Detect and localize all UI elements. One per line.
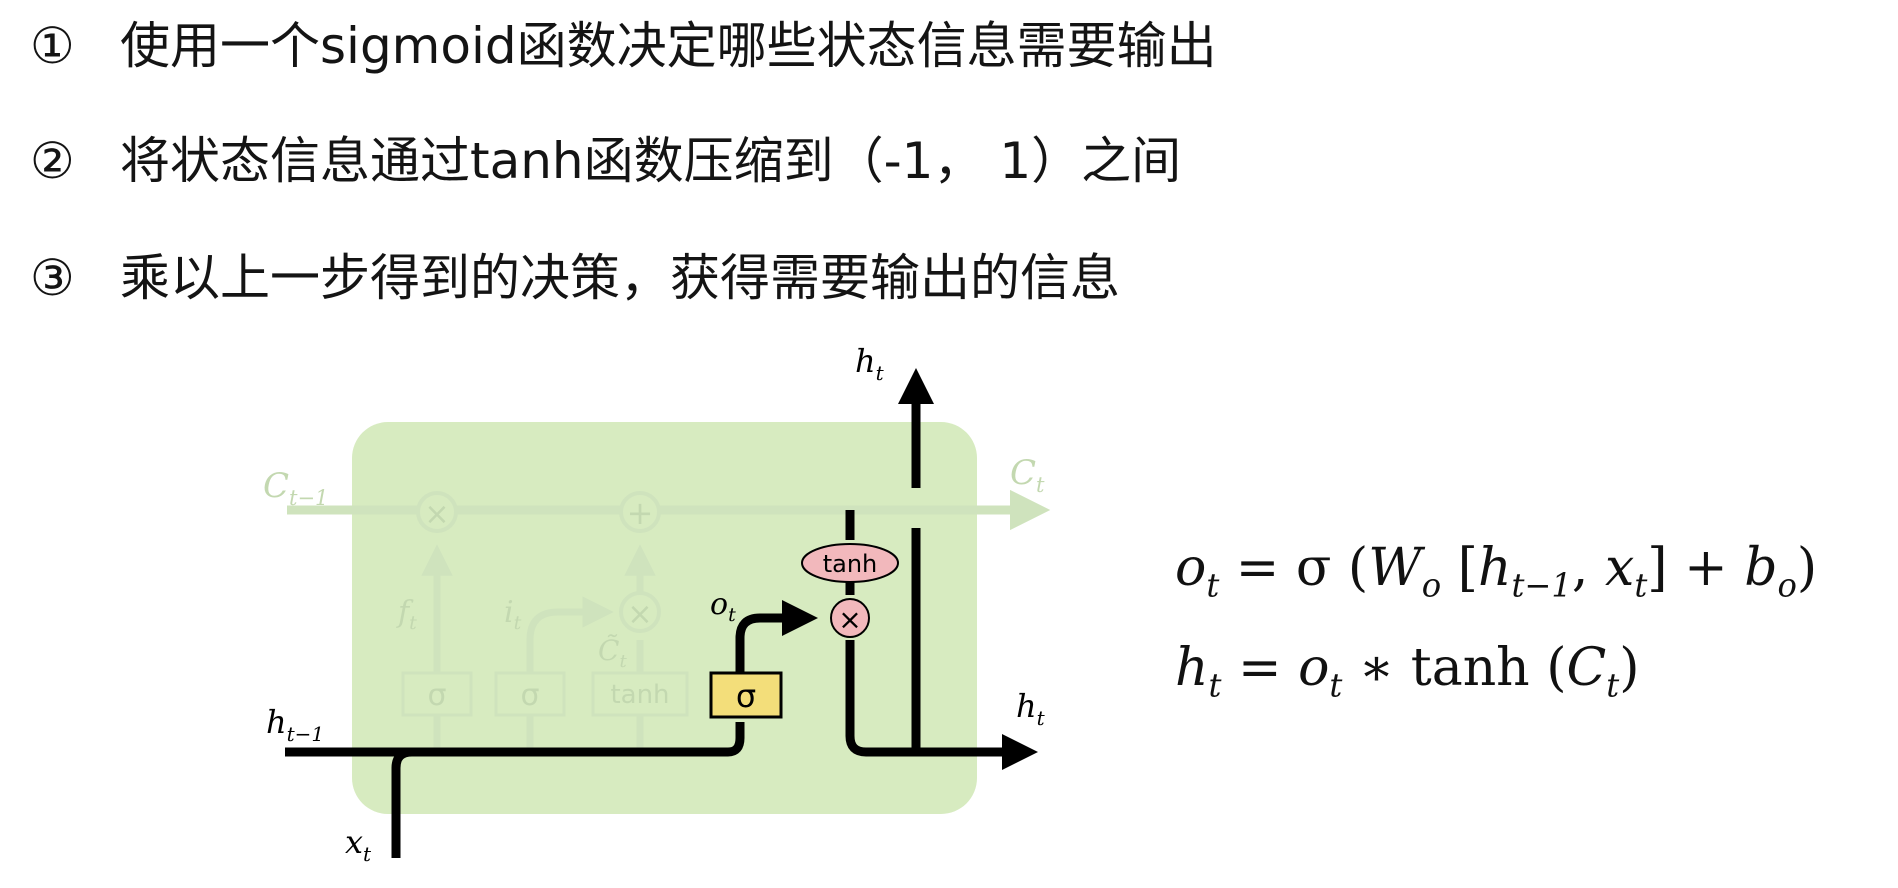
c-tilde-label: C̃t	[598, 634, 627, 672]
step-3-text: 乘以上一步得到的决策，获得需要输出的信息	[120, 249, 1120, 307]
x-t-label: xt	[345, 823, 372, 866]
hidden-state-formula: ht = ot ∗ tanh (Ct)	[1175, 638, 1640, 705]
input-gate-line	[526, 596, 614, 750]
forget-multiply-symbol: ×	[424, 497, 449, 532]
input-sigma-label: σ	[520, 678, 539, 713]
sigma-to-multiply-line	[735, 600, 818, 672]
step-2-text: 将状态信息通过tanh函数压缩到（-1， 1）之间	[120, 132, 1182, 190]
add-node	[619, 491, 661, 533]
input-multiply-node	[619, 591, 661, 633]
forget-multiply-node	[416, 491, 458, 533]
output-tanh-label: tanh	[823, 550, 878, 578]
output-gate-formula: ot = σ (Wo [ht−1, xt] + bo)	[1175, 538, 1818, 605]
c-prev-label: Ct−1	[263, 466, 328, 510]
output-sigma-label: σ	[736, 677, 756, 715]
step-3-number: ③	[30, 249, 75, 307]
multiply-to-output-line	[845, 640, 1038, 770]
h-top-label: ht	[855, 342, 885, 385]
output-multiply-node	[830, 598, 870, 638]
output-multiply-symbol: ×	[838, 603, 861, 636]
h-right-label: ht	[1016, 687, 1046, 730]
forget-sigma-box	[401, 671, 473, 717]
step-2: ② 将状态信息通过tanh函数压缩到（-1， 1）之间	[30, 131, 1181, 191]
output-tanh-oval	[801, 543, 899, 583]
forget-sigma-label: σ	[427, 678, 446, 713]
candidate-tanh-box	[591, 671, 689, 717]
c-t-label: Ct	[1010, 453, 1045, 497]
step-1-text: 使用一个sigmoid函数决定哪些状态信息需要输出	[120, 17, 1217, 75]
input-sigma-box	[494, 671, 566, 717]
input-multiply-symbol: ×	[627, 597, 652, 632]
step-2-number: ②	[30, 132, 75, 190]
add-symbol: +	[627, 494, 654, 532]
h-prev-line	[285, 722, 745, 757]
step-1-number: ①	[30, 17, 75, 75]
step-3: ③ 乘以上一步得到的决策，获得需要输出的信息	[30, 248, 1120, 308]
candidate-tanh-label: tanh	[610, 680, 669, 710]
output-sigma-box	[709, 671, 783, 719]
h-prev-label: ht−1	[266, 703, 324, 746]
i-t-label: it	[504, 595, 522, 634]
o-t-label: ot	[710, 587, 736, 626]
x-t-line	[391, 747, 413, 858]
step-1: ① 使用一个sigmoid函数决定哪些状态信息需要输出	[30, 16, 1217, 76]
